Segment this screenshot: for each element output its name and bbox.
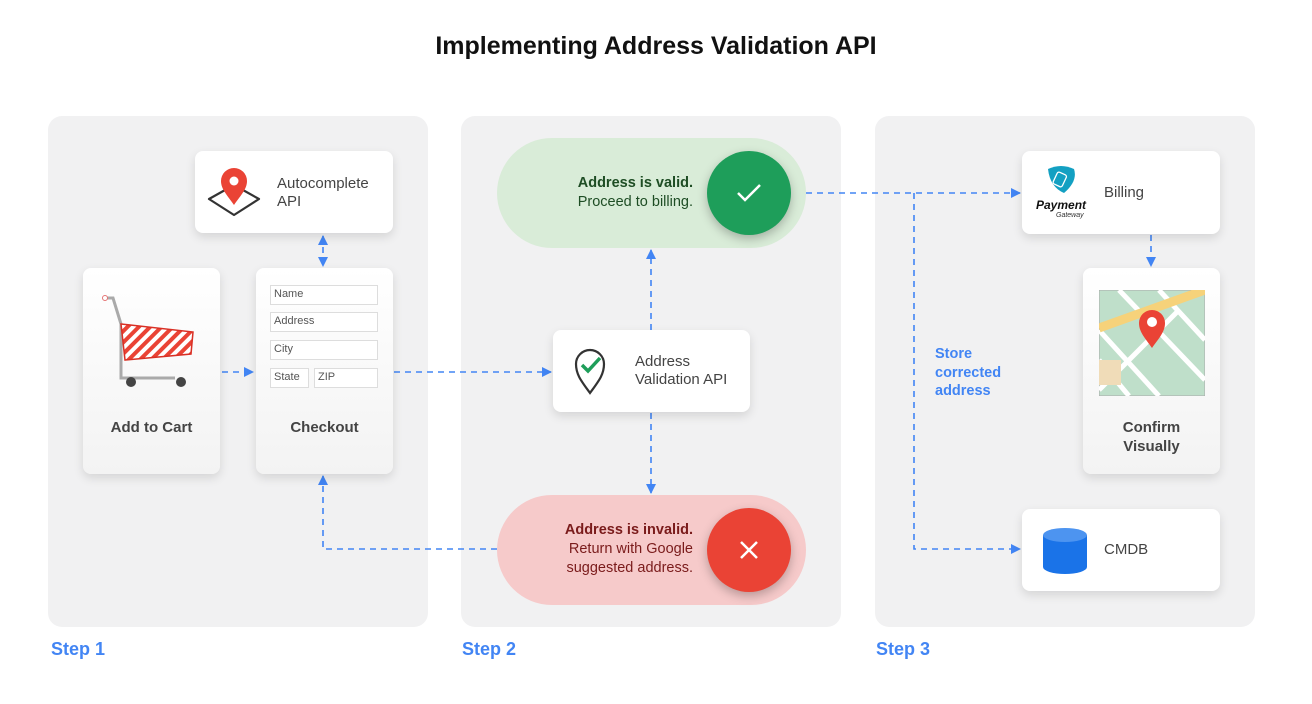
diagram-title: Implementing Address Validation API [435,32,877,60]
location-check-icon [574,348,606,395]
city-field[interactable]: City [270,340,378,360]
valid-line-2: Proceed to billing. [577,194,693,210]
check-icon [707,151,791,235]
autocomplete-api-card: Autocomplete API [195,151,393,233]
map-pin-icon [207,168,261,217]
payment-logo-sub: Gateway [1056,212,1084,219]
api-label-2: Validation API [635,371,728,388]
payment-gateway-logo [1048,166,1075,193]
store-corrected-address-note: Store corrected address [935,345,1001,401]
close-icon [707,508,791,592]
step2-label: Step 2 [462,639,517,659]
map-icon [1099,290,1205,396]
cmdb-label: CMDB [1104,541,1149,558]
state-field[interactable]: State [270,368,309,388]
billing-card: Payment Gateway Billing [1022,151,1220,234]
store-note-2: corrected [935,364,1002,381]
shopping-cart-icon [102,295,194,387]
name-field[interactable]: Name [270,285,378,305]
invalid-line-2: Return with Google [568,541,693,557]
billing-label: Billing [1104,184,1145,201]
add-to-cart-label: Add to Cart [110,419,193,436]
store-note-1: Store [935,346,973,362]
cmdb-card: CMDB [1022,509,1220,591]
address-invalid-pill: Address is invalid. Return with Google s… [497,495,806,605]
autocomplete-label-1: Autocomplete [277,175,369,192]
step1-label: Step 1 [51,639,106,659]
address-validation-api-card: Address Validation API [553,330,750,412]
address-field[interactable]: Address [270,312,378,332]
confirm-label-1: Confirm [1122,419,1181,436]
store-note-3: address [935,383,991,399]
confirm-label-2: Visually [1123,438,1180,455]
invalid-line-1: Address is invalid. [564,522,693,538]
payment-logo-text: Payment [1036,198,1087,212]
add-to-cart-card: Add to Cart [83,268,220,474]
checkout-label: Checkout [290,419,359,436]
api-label-1: Address [635,353,691,370]
database-icon [1043,528,1087,574]
address-valid-pill: Address is valid. Proceed to billing. [497,138,806,248]
zip-field[interactable]: ZIP [314,368,378,388]
checkout-card: Name Address City State ZIP Checkout [256,268,393,474]
step3-label: Step 3 [876,639,931,659]
autocomplete-label-2: API [277,193,302,210]
valid-line-1: Address is valid. [577,175,693,191]
invalid-line-3: suggested address. [566,560,693,576]
confirm-visually-card: Confirm Visually [1083,268,1220,474]
